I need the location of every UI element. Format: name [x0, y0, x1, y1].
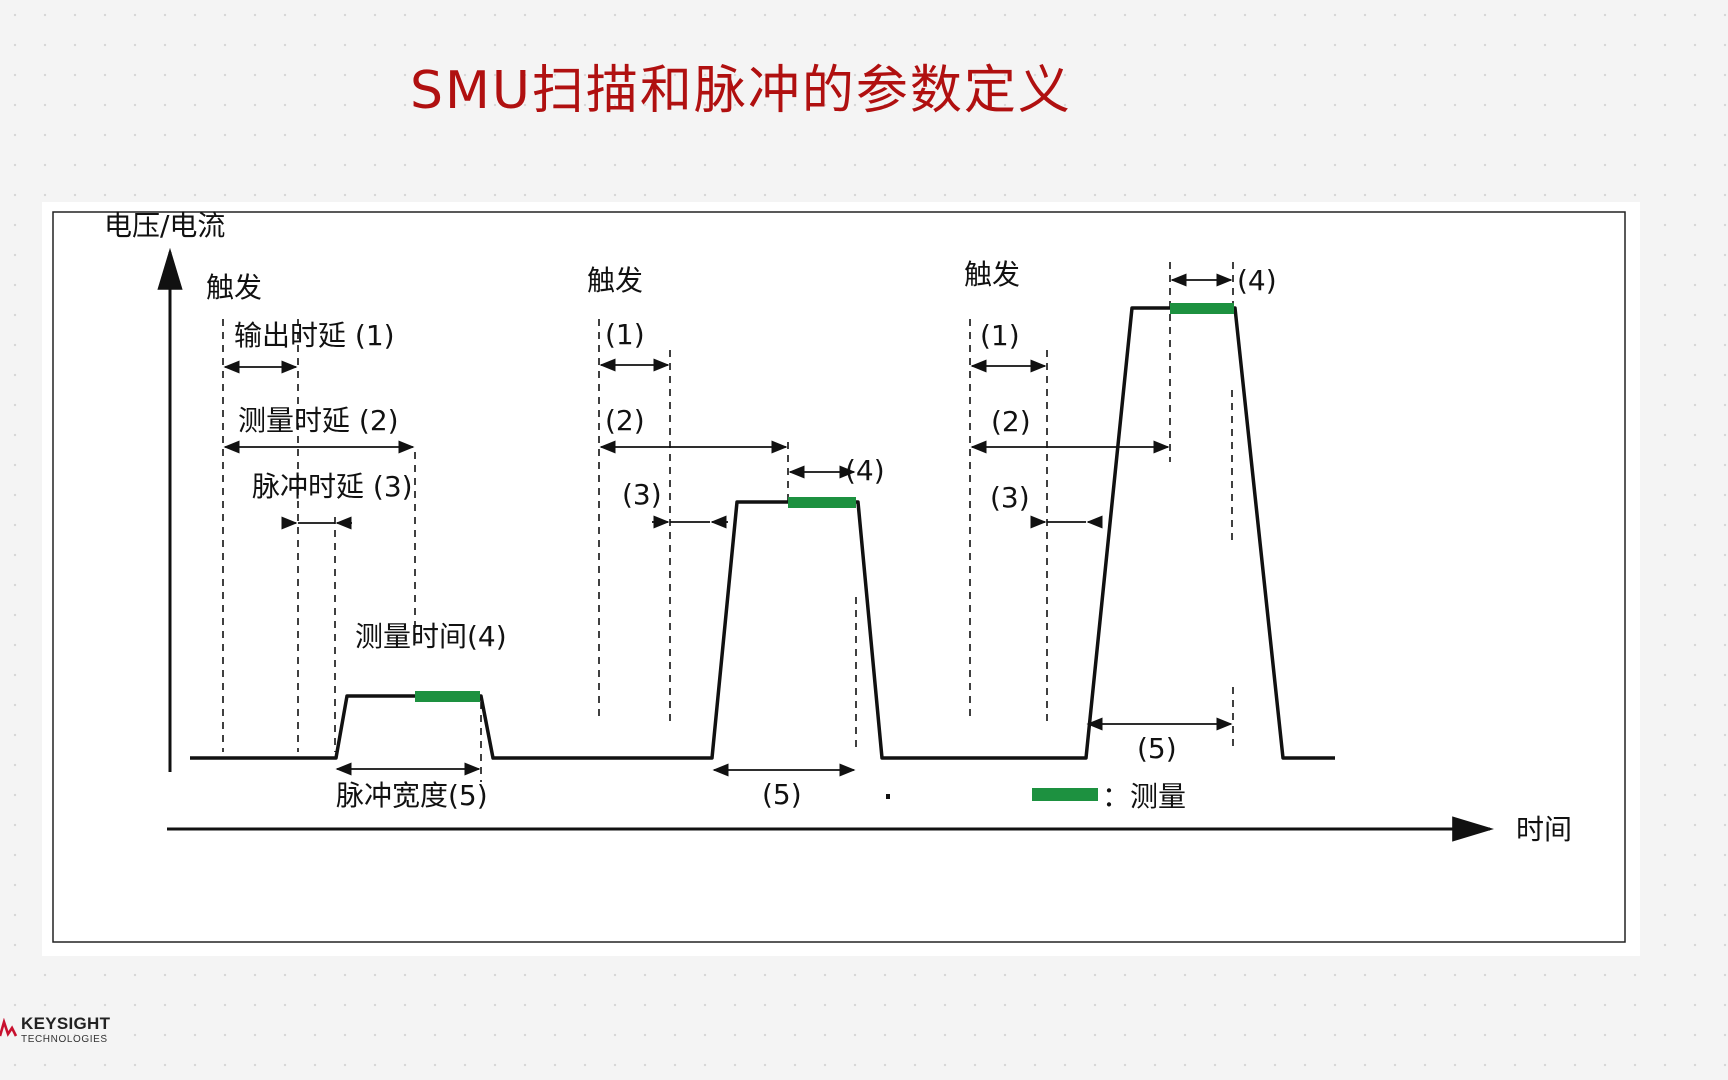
measure-bar-1 — [415, 691, 480, 702]
pulse3-label-5: (5) — [1137, 732, 1177, 765]
pulse-waveform — [190, 306, 1335, 760]
legend-swatch — [1032, 788, 1098, 801]
pulse-delay-label: 脉冲时延 (3) — [252, 470, 413, 503]
trigger-label-3: 触发 — [964, 258, 1020, 291]
pulse3-label-3: (3) — [990, 481, 1030, 514]
pulse3-label-2: (2) — [991, 405, 1031, 438]
trigger-label-2: 触发 — [587, 264, 643, 297]
output-delay-label: 输出时延 (1) — [234, 319, 395, 352]
measure-delay-label: 测量时延 (2) — [238, 404, 399, 437]
keysight-logo: KEYSIGHT TECHNOLOGIES — [0, 1014, 130, 1048]
diagram-frame — [52, 211, 1626, 943]
pulse3-label-4: (4) — [1237, 264, 1277, 297]
y-axis-label: 电压/电流 — [104, 209, 225, 242]
x-axis-label: 时间 — [1516, 813, 1572, 846]
pulse3-label-1: (1) — [980, 319, 1020, 352]
stray-dot — [886, 794, 890, 799]
diagram-canvas: 电压/电流 时间 — [52, 209, 1626, 943]
pulse2-label-3: (3) — [622, 478, 662, 511]
pulse-width-label: 脉冲宽度(5) — [336, 779, 488, 812]
pulse-timing-diagram: 电压/电流 时间 — [42, 202, 1640, 956]
slide-title: SMU扫描和脉冲的参数定义 — [410, 61, 1072, 121]
guide-lines — [222, 262, 1234, 782]
keysight-wave-icon — [0, 1018, 18, 1037]
pulse2-label-4: (4) — [845, 454, 885, 487]
measure-bar-3 — [1170, 303, 1234, 314]
trigger-label-1: 触发 — [206, 271, 262, 304]
pulse2-label-5: (5) — [762, 778, 802, 811]
logo-subtitle: TECHNOLOGIES — [21, 1034, 108, 1045]
measure-time-label: 测量时间(4) — [355, 620, 507, 653]
logo-brand: KEYSIGHT — [21, 1014, 111, 1033]
legend-label: ：测量 — [1102, 780, 1186, 813]
pulse2-label-2: (2) — [605, 404, 645, 437]
pulse2-label-1: (1) — [605, 318, 645, 351]
measure-bar-2 — [788, 497, 856, 508]
